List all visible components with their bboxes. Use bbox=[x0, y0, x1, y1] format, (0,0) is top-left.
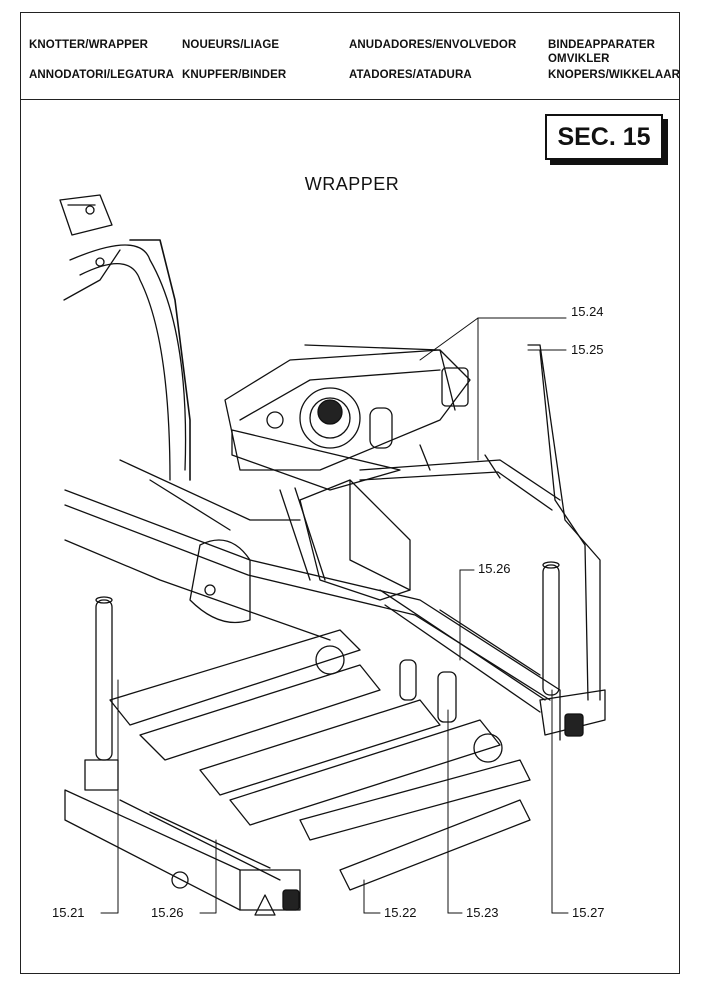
section-badge: SEC. 15 bbox=[545, 114, 663, 160]
page-frame bbox=[20, 12, 680, 974]
header-title-pt: ATADORES/ATADURA bbox=[349, 69, 472, 81]
main-frame-beams bbox=[64, 459, 561, 741]
callout-15-25: 15.25 bbox=[571, 342, 604, 357]
right-upright-posts bbox=[527, 344, 606, 737]
wrapper-upper-arm bbox=[224, 344, 471, 491]
roller-assemblies bbox=[109, 629, 531, 891]
curved-bale-guide bbox=[59, 194, 191, 481]
callout-15-21: 15.21 bbox=[52, 905, 85, 920]
header-title-it: ANNODATORI/LEGATURA bbox=[29, 69, 175, 81]
header-title-de: KNUPFER/BINDER bbox=[182, 69, 287, 81]
callout-15-27: 15.27 bbox=[572, 905, 605, 920]
gearbox-housing bbox=[189, 479, 411, 624]
header-title-sv: OMVIKLER bbox=[548, 53, 610, 65]
header-title-es: ANUDADORES/ENVOLVEDOR bbox=[349, 39, 517, 51]
figure-title: WRAPPER bbox=[304, 174, 400, 194]
header-title-fr: NOUEURS/LIAGE bbox=[182, 39, 280, 51]
lower-right-rails bbox=[379, 589, 546, 713]
callout-15-26-bottom: 15.26 bbox=[151, 905, 184, 920]
language-header: KNOTTER/WRAPPER ANNODATORI/LEGATURA NOUE… bbox=[20, 12, 680, 100]
callout-15-22: 15.22 bbox=[384, 905, 417, 920]
left-upright-post bbox=[84, 596, 119, 791]
callout-15-23: 15.23 bbox=[466, 905, 499, 920]
header-title-nl: KNOPERS/WIKKELAAR bbox=[548, 69, 681, 81]
bottom-frame bbox=[64, 789, 301, 916]
header-title-da: BINDEAPPARATER bbox=[548, 39, 656, 51]
callout-15-24: 15.24 bbox=[571, 304, 604, 319]
callout-leaders bbox=[100, 317, 569, 914]
callout-15-26-top: 15.26 bbox=[478, 561, 511, 576]
cross-rail bbox=[359, 444, 561, 511]
header-title-en: KNOTTER/WRAPPER bbox=[29, 39, 149, 51]
